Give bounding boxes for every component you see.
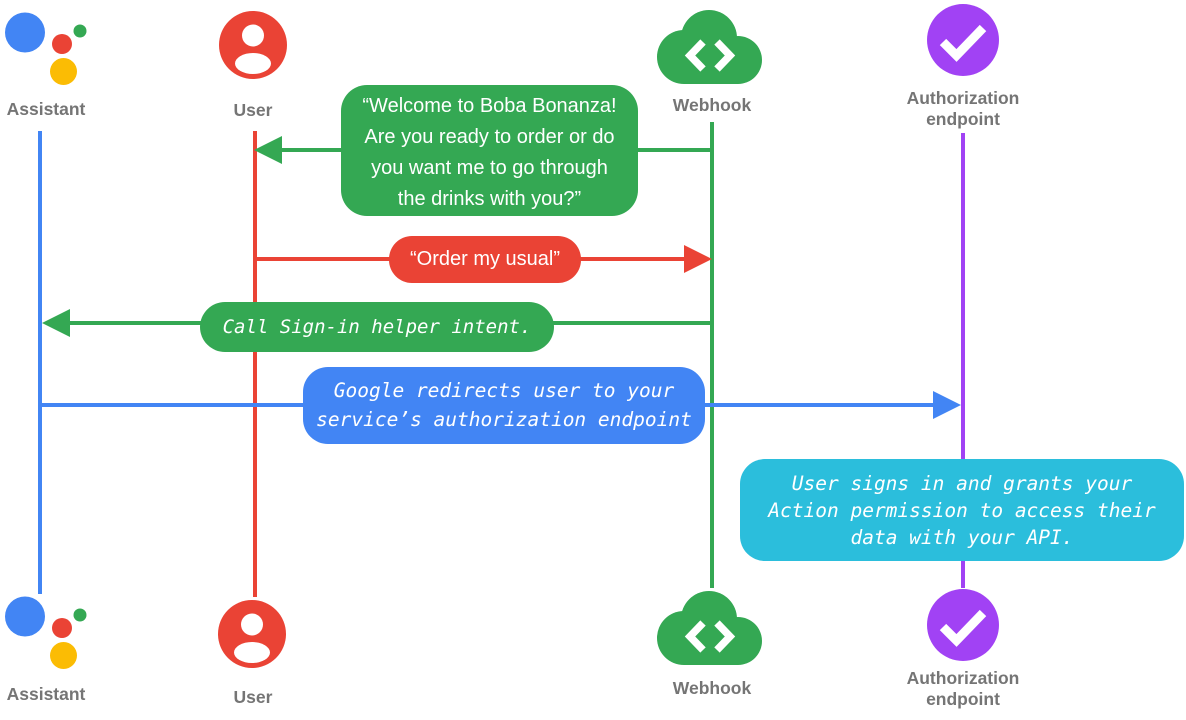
authorization-label-line2: endpoint xyxy=(926,689,1000,709)
welcome-message-line: you want me to go through xyxy=(371,157,608,179)
signin-helper-message-box: Call Sign-in helper intent. xyxy=(200,302,554,352)
user-icon xyxy=(218,600,286,668)
redirect-arrowhead-right-icon xyxy=(933,391,961,419)
grant-note-line: Action permission to access their xyxy=(768,499,1156,522)
webhook-label: Webhook xyxy=(672,678,752,698)
authorization-label-line1: Authorization xyxy=(906,88,1020,108)
webhook-cloud-icon xyxy=(657,10,762,84)
welcome-message-line: “Welcome to Boba Bonanza! xyxy=(362,95,617,117)
order-arrowhead-right-icon xyxy=(684,245,712,273)
google-assistant-icon xyxy=(5,596,87,669)
grant-note-box: User signs in and grants your Action per… xyxy=(740,459,1184,561)
user-icon xyxy=(219,11,287,79)
welcome-arrowhead-left-icon xyxy=(254,136,282,164)
authorization-check-icon xyxy=(927,589,999,661)
welcome-message-bubble: “Welcome to Boba Bonanza! Are you ready … xyxy=(341,85,638,216)
redirect-message-line: service’s authorization endpoint xyxy=(316,408,692,431)
webhook-label: Webhook xyxy=(672,95,752,115)
authorization-label-line1: Authorization xyxy=(906,668,1020,688)
signin-helper-text: Call Sign-in helper intent. xyxy=(222,316,532,338)
grant-note-line: data with your API. xyxy=(850,526,1074,549)
assistant-lifeline xyxy=(38,131,42,594)
grant-note-line: User signs in and grants your xyxy=(791,472,1133,495)
welcome-message-line: the drinks with you?” xyxy=(397,188,582,210)
assistant-label: Assistant xyxy=(6,99,86,119)
signin-arrowhead-left-icon xyxy=(42,309,70,337)
user-label: User xyxy=(233,100,273,120)
authorization-endpoint-lifeline xyxy=(961,133,965,588)
google-assistant-icon xyxy=(5,12,87,85)
assistant-label: Assistant xyxy=(6,684,86,704)
redirect-message-box: Google redirects user to your service’s … xyxy=(303,367,705,444)
webhook-cloud-icon xyxy=(657,591,762,665)
user-label: User xyxy=(233,687,273,707)
order-message-bubble: “Order my usual” xyxy=(389,236,581,283)
user-lifeline xyxy=(253,131,257,597)
redirect-message-line: Google redirects user to your xyxy=(333,379,675,402)
webhook-lifeline xyxy=(710,122,714,588)
authorization-endpoint-label: Authorization endpoint xyxy=(893,88,1033,130)
authorization-label-line2: endpoint xyxy=(926,109,1000,129)
authorization-check-icon xyxy=(927,4,999,76)
authorization-endpoint-label: Authorization endpoint xyxy=(893,668,1033,710)
welcome-message-line: Are you ready to order or do xyxy=(364,126,615,148)
order-message-text: “Order my usual” xyxy=(409,248,561,270)
